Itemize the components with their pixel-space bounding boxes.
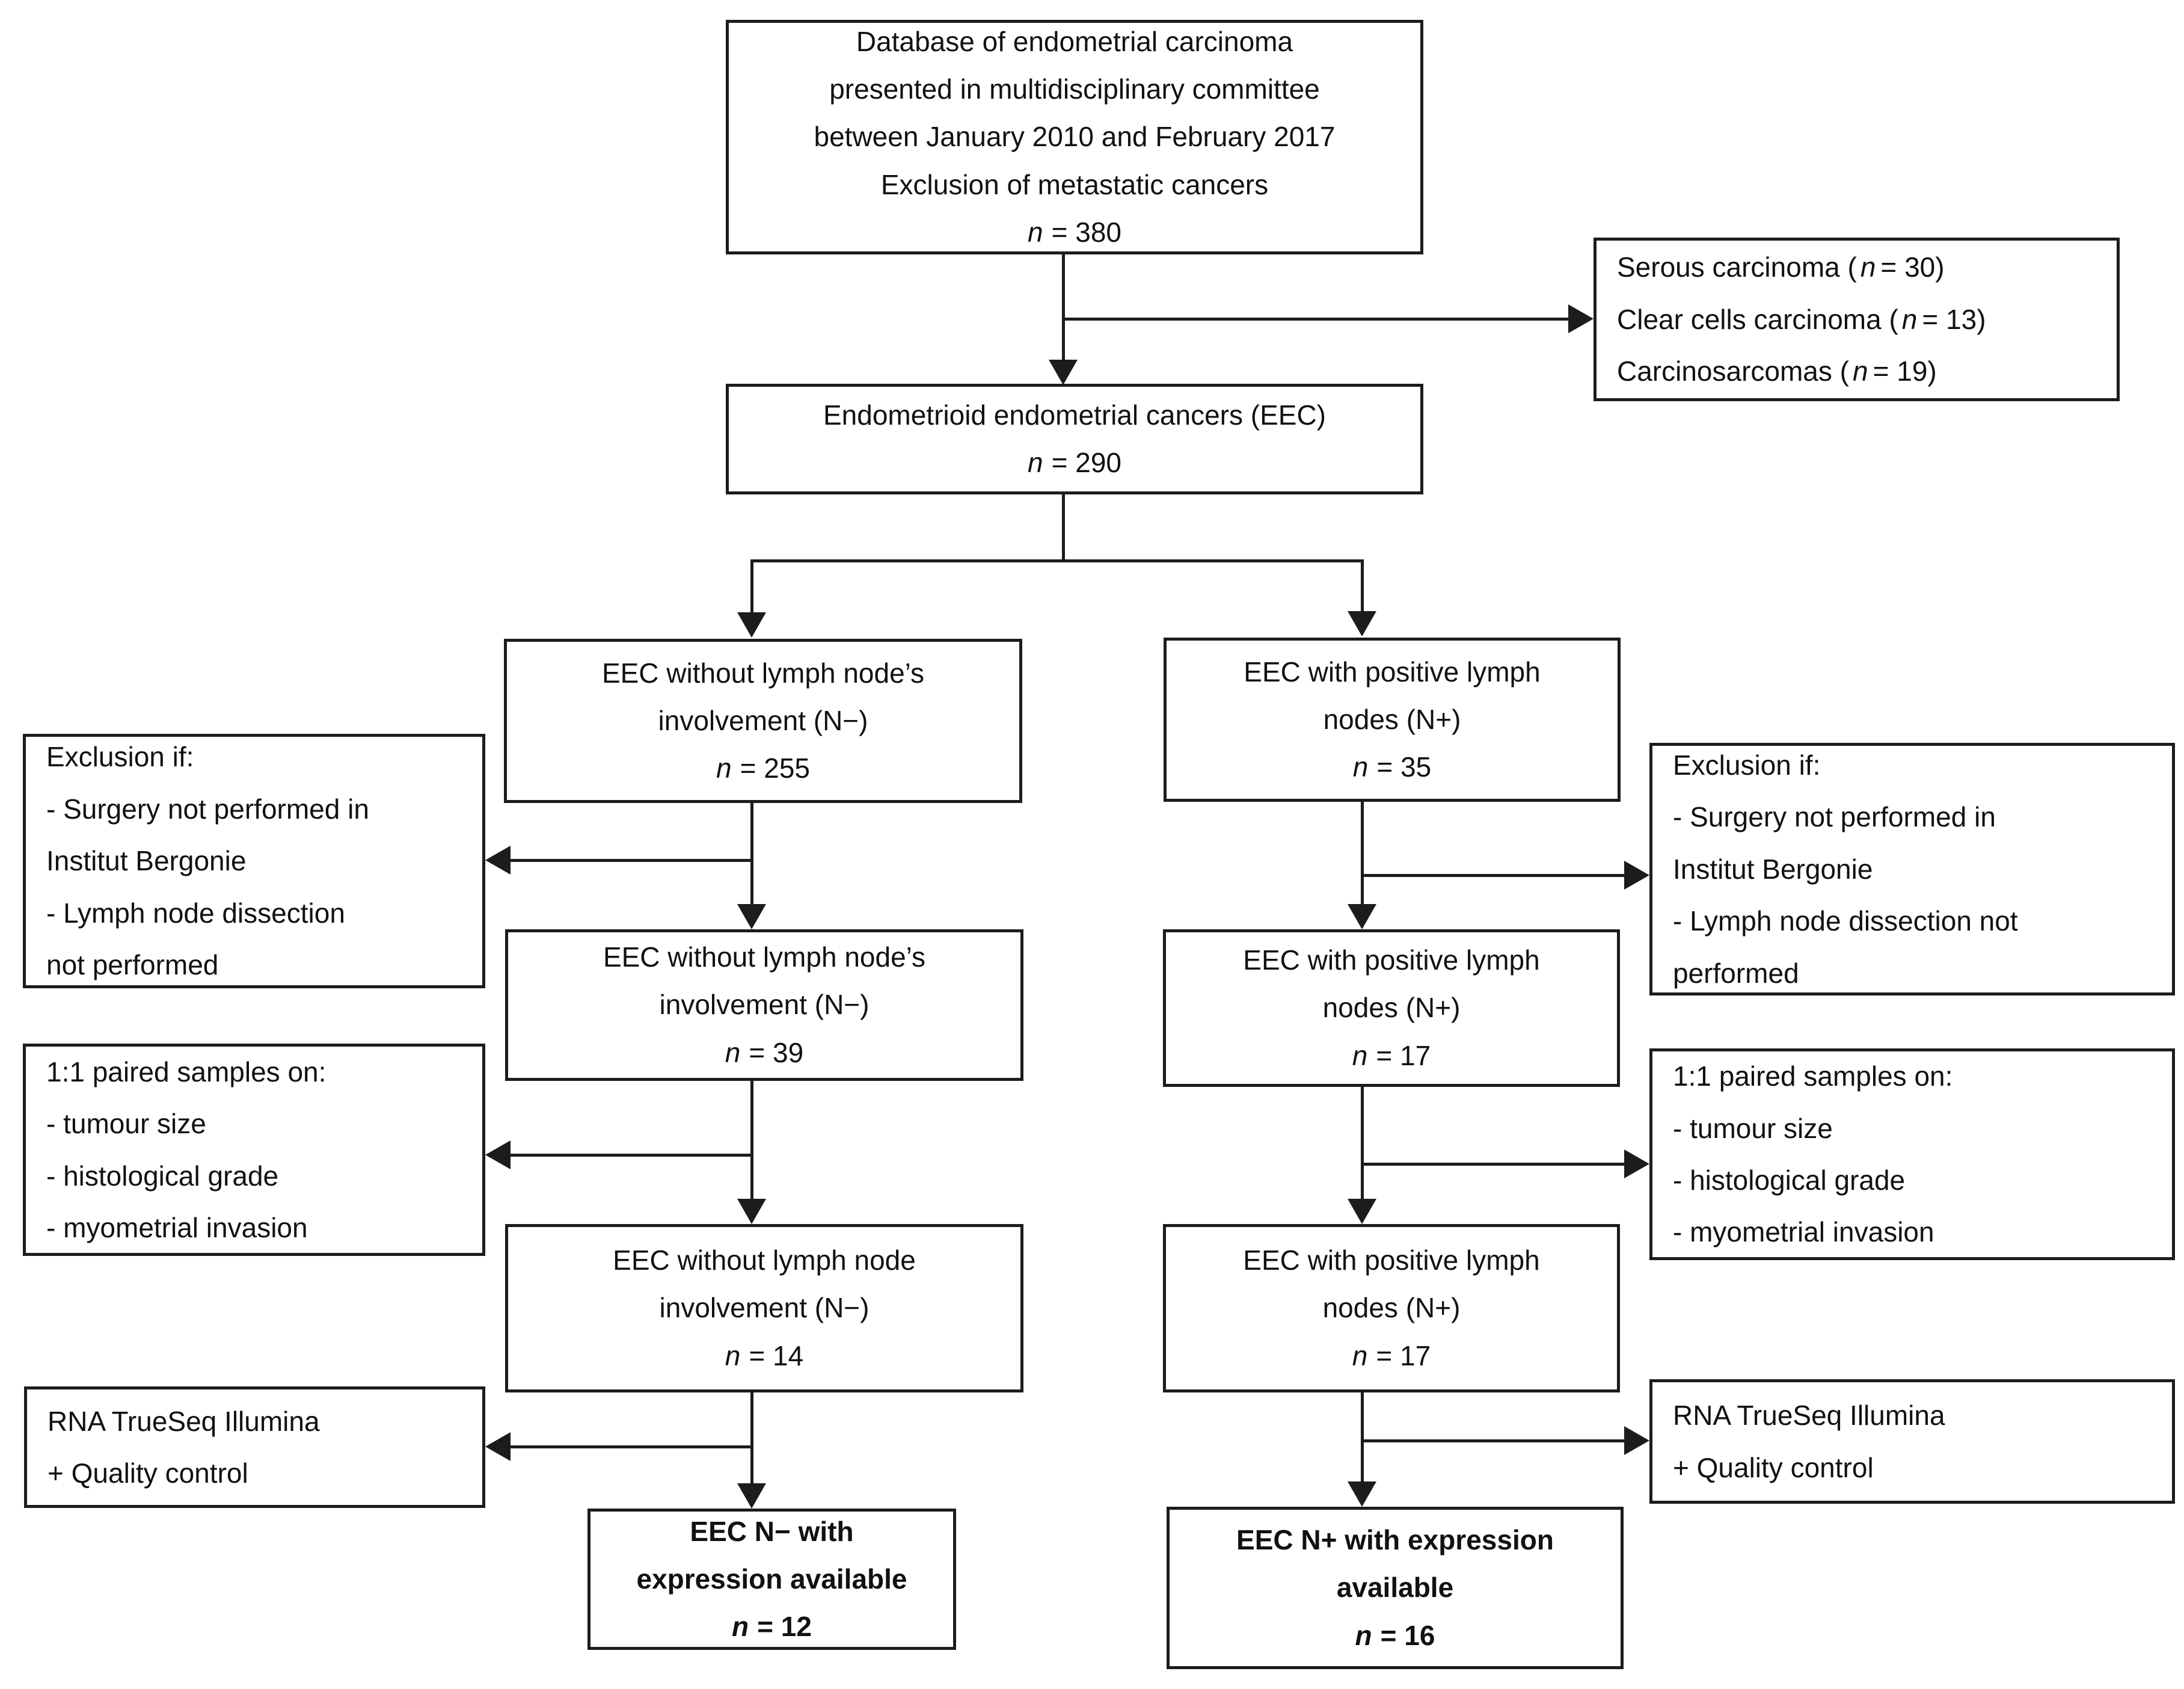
node-npos-35-n: n= 35 [1352, 751, 1432, 783]
arrowhead-left-paired-icon [485, 1140, 511, 1169]
connector-branch-exclusion-left [511, 859, 752, 862]
node-nneg-255: EEC without lymph node’s involvement (N−… [504, 639, 1022, 803]
connector-split-horizontal [750, 559, 1364, 562]
connector-branch-rna-right [1362, 1439, 1624, 1442]
connector-nneg39-to-nneg14 [750, 1081, 753, 1199]
node-npos-35-text: EEC with positive lymph nodes (N+) [1244, 656, 1541, 735]
connector-npos35-to-npos17 [1361, 802, 1364, 904]
excluded-line-serous: Serous carcinoma (n= 30) [1617, 251, 1945, 283]
connector-npos17b-to-final [1361, 1392, 1364, 1481]
connector-eec-stub [1062, 494, 1065, 562]
node-final-npos: EEC N+ with expression available n= 16 [1167, 1507, 1624, 1669]
node-npos-17-text: EEC with positive lymph nodes (N+) [1243, 944, 1540, 1024]
node-rna-right: RNA TrueSeq Illumina + Quality control [1649, 1379, 2175, 1504]
node-nneg-39: EEC without lymph node’s involvement (N−… [505, 929, 1023, 1081]
node-database-text: Database of endometrial carcinoma presen… [814, 26, 1336, 200]
connector-npos17-to-npos17b [1361, 1087, 1364, 1199]
connector-branch-exclusion-right [1362, 874, 1624, 877]
node-npos-17-n: n= 17 [1352, 1039, 1431, 1071]
node-eec: Endometrioid endometrial cancers (EEC) n… [726, 384, 1423, 494]
arrowhead-down-npos17-icon [1348, 904, 1376, 929]
node-exclusion-right-text: Exclusion if: - Surgery not performed in… [1673, 749, 2018, 989]
node-rna-left: RNA TrueSeq Illumina + Quality control [24, 1386, 485, 1508]
arrowhead-down-nneg255-icon [737, 612, 766, 638]
node-exclusion-right: Exclusion if: - Surgery not performed in… [1649, 743, 2175, 995]
arrowhead-down-npos35-icon [1348, 611, 1376, 636]
connector-drop-left [750, 559, 753, 612]
arrowhead-down-eec-icon [1049, 360, 1078, 385]
node-npos-17b: EEC with positive lymph nodes (N+) n= 17 [1163, 1224, 1620, 1392]
node-nneg-14-text: EEC without lymph node involvement (N−) [613, 1244, 916, 1324]
connector-db-to-eec [1062, 254, 1065, 363]
node-paired-left: 1:1 paired samples on: - tumour size - h… [23, 1044, 485, 1256]
node-rna-right-text: RNA TrueSeq Illumina + Quality control [1673, 1400, 1945, 1483]
node-final-nneg: EEC N− with expression available n= 12 [587, 1509, 956, 1650]
connector-to-excluded [1063, 318, 1569, 321]
node-rna-left-text: RNA TrueSeq Illumina + Quality control [48, 1405, 320, 1489]
node-database: Database of endometrial carcinoma presen… [726, 20, 1423, 254]
excluded-line-clear-cells: Clear cells carcinoma (n= 13) [1617, 303, 1986, 335]
node-paired-left-text: 1:1 paired samples on: - tumour size - h… [46, 1056, 327, 1243]
node-npos-17: EEC with positive lymph nodes (N+) n= 17 [1163, 929, 1620, 1087]
connector-branch-rna-left [511, 1445, 752, 1448]
arrowhead-right-excluded-icon [1568, 304, 1594, 333]
node-excluded-histologies: Serous carcinoma (n= 30) Clear cells car… [1594, 238, 2120, 401]
node-final-nneg-n: n= 12 [732, 1611, 812, 1643]
arrowhead-down-final-nneg-icon [737, 1483, 766, 1509]
arrowhead-right-exclusion-icon [1624, 861, 1649, 890]
arrowhead-down-nneg39-icon [737, 904, 766, 929]
arrowhead-right-paired-icon [1624, 1149, 1649, 1178]
node-nneg-14: EEC without lymph node involvement (N−) … [505, 1224, 1023, 1392]
node-paired-right-text: 1:1 paired samples on: - tumour size - h… [1673, 1060, 1953, 1248]
arrowhead-down-final-npos-icon [1348, 1481, 1376, 1507]
node-npos-17b-text: EEC with positive lymph nodes (N+) [1243, 1244, 1540, 1324]
node-nneg-255-text: EEC without lymph node’s involvement (N−… [601, 657, 925, 736]
node-database-n: n= 380 [1028, 216, 1121, 248]
node-paired-right: 1:1 paired samples on: - tumour size - h… [1649, 1048, 2175, 1260]
node-nneg-39-text: EEC without lymph node’s involvement (N−… [603, 941, 926, 1021]
node-final-npos-n: n= 16 [1355, 1619, 1435, 1651]
excluded-line-carcinosarcomas: Carcinosarcomas (n= 19) [1617, 355, 1937, 387]
node-nneg-255-n: n= 255 [716, 752, 810, 784]
arrowhead-left-exclusion-icon [485, 846, 511, 875]
connector-drop-right [1361, 559, 1364, 611]
node-npos-17b-n: n= 17 [1352, 1340, 1431, 1371]
node-final-nneg-text: EEC N− with expression available [636, 1515, 907, 1595]
node-exclusion-left-text: Exclusion if: - Surgery not performed in… [46, 741, 369, 981]
connector-branch-paired-right [1362, 1163, 1624, 1166]
arrowhead-left-rna-icon [485, 1432, 511, 1461]
connector-nneg14-to-final [750, 1392, 753, 1483]
connector-nneg255-to-nneg39 [750, 803, 753, 904]
arrowhead-right-rna-icon [1624, 1426, 1649, 1455]
node-eec-text: Endometrioid endometrial cancers (EEC) [823, 399, 1327, 431]
node-npos-35: EEC with positive lymph nodes (N+) n= 35 [1164, 638, 1621, 802]
node-exclusion-left: Exclusion if: - Surgery not performed in… [23, 734, 485, 988]
node-nneg-39-n: n= 39 [725, 1036, 804, 1068]
arrowhead-down-npos17b-icon [1348, 1199, 1376, 1224]
arrowhead-down-nneg14-icon [737, 1199, 766, 1224]
node-eec-n: n= 290 [1028, 447, 1121, 478]
node-nneg-14-n: n= 14 [725, 1340, 804, 1371]
node-final-npos-text: EEC N+ with expression available [1236, 1524, 1554, 1604]
connector-branch-paired-left [511, 1154, 752, 1157]
